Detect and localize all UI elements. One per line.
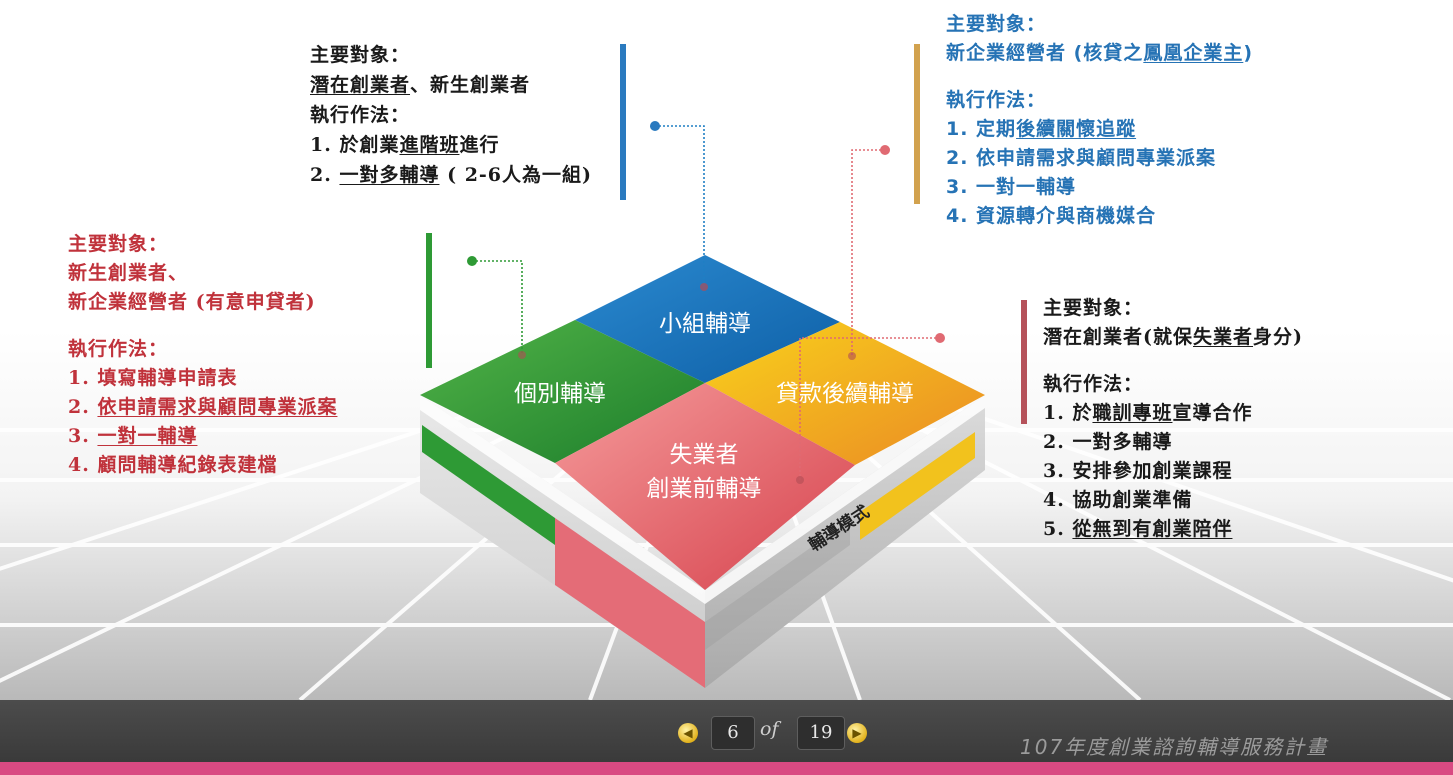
unemployed-coaching-text: 主要對象： 潛在創業者(就保失業者身分) 執行作法： 1. 於職訓專班宣導合作 … bbox=[1043, 294, 1303, 544]
quadrant-label-group: 小組輔導 bbox=[659, 311, 751, 337]
method-2-b: 依申請需求與顧問專業派案 bbox=[97, 396, 338, 418]
method-1-a: 1. 定期 bbox=[946, 118, 1017, 140]
method-5-a: 5. bbox=[1043, 518, 1073, 540]
footer-accent-strip bbox=[0, 762, 1453, 775]
slab-side-right bbox=[705, 395, 985, 688]
current-page-field[interactable]: 6 bbox=[711, 716, 755, 750]
of-label: of bbox=[760, 718, 779, 740]
method-3: 3. 一對一輔導 bbox=[946, 176, 1077, 198]
total-pages-field: 19 bbox=[797, 716, 845, 750]
method-1-a: 1. 於 bbox=[1043, 402, 1093, 424]
target-text-c: ) bbox=[1243, 42, 1254, 64]
target-text-a: 潛在創業者 bbox=[310, 74, 411, 96]
quadrant-unemployed bbox=[555, 383, 855, 590]
quadrant-loan bbox=[705, 322, 985, 465]
method-label: 執行作法： bbox=[68, 338, 169, 360]
target-text-a: 新企業經營者 (核貸之 bbox=[946, 42, 1144, 64]
method-2-a: 2. bbox=[68, 396, 98, 418]
method-2: 2. 一對多輔導 bbox=[1043, 431, 1173, 453]
target-label: 主要對象： bbox=[1043, 297, 1144, 319]
accent-bar-green bbox=[426, 233, 432, 368]
method-5-b: 從無到有創業陪伴 bbox=[1072, 518, 1233, 540]
method-3-b: 一對一輔導 bbox=[97, 425, 198, 447]
chevron-right-icon: ▶ bbox=[852, 726, 862, 740]
quadrant-label-unemployed-2: 創業前輔導 bbox=[647, 476, 762, 502]
method-label: 執行作法： bbox=[1043, 373, 1144, 395]
loan-followup-text: 主要對象： 新企業經營者 (核貸之鳳凰企業主) 執行作法： 1. 定期後續關懷追… bbox=[946, 10, 1253, 231]
target-text-b: 失業者 bbox=[1193, 326, 1254, 348]
individual-coaching-text: 主要對象： 新生創業者、 新企業經營者 (有意申貸者) 執行作法： 1. 填寫輔… bbox=[68, 230, 337, 480]
accent-bar-blue bbox=[620, 44, 626, 200]
quadrant-label-loan: 貸款後續輔導 bbox=[776, 381, 914, 407]
method-2-c: ( 2-6人為一組) bbox=[439, 164, 593, 186]
target-label: 主要對象： bbox=[946, 13, 1047, 35]
coaching-model-diagram: 小組輔導 個別輔導 貸款後續輔導 失業者 創業前輔導 輔導模式 bbox=[420, 121, 985, 688]
method-1-c: 宣導合作 bbox=[1172, 402, 1253, 424]
quadrant-group bbox=[575, 255, 840, 383]
target-text-c: 身分) bbox=[1253, 326, 1304, 348]
method-2: 2. 依申請需求與顧問專業派案 bbox=[946, 147, 1217, 169]
target-label: 主要對象： bbox=[310, 44, 411, 66]
target-text-b: 、新生創業者 bbox=[410, 74, 531, 96]
target-label: 主要對象： bbox=[68, 233, 169, 255]
quadrant-individual bbox=[420, 320, 705, 463]
method-2-a: 2. bbox=[310, 164, 340, 186]
method-4: 4. 資源轉介與商機媒合 bbox=[946, 205, 1157, 227]
prev-page-button[interactable]: ◀ bbox=[678, 723, 698, 743]
target-2: 新企業經營者 (有意申貸者) bbox=[68, 291, 316, 313]
chevron-left-icon: ◀ bbox=[683, 726, 693, 740]
method-3: 3. 安排參加創業課程 bbox=[1043, 460, 1233, 482]
target-text-a: 潛在創業者(就保 bbox=[1043, 326, 1193, 348]
method-label: 執行作法： bbox=[946, 89, 1047, 111]
quadrant-label-unemployed-1: 失業者 bbox=[670, 442, 739, 468]
method-1: 1. 填寫輔導申請表 bbox=[68, 367, 238, 389]
next-page-button[interactable]: ▶ bbox=[847, 723, 867, 743]
method-4: 4. 協助創業準備 bbox=[1043, 489, 1193, 511]
method-4: 4. 顧問輔導紀錄表建檔 bbox=[68, 454, 278, 476]
method-1-b: 後續關懷追蹤 bbox=[1016, 118, 1137, 140]
method-1-b: 職訓專班 bbox=[1092, 402, 1173, 424]
method-1-b: 進階班 bbox=[399, 134, 460, 156]
method-label: 執行作法： bbox=[310, 104, 411, 126]
quadrant-label-individual: 個別輔導 bbox=[514, 381, 606, 407]
method-3-a: 3. bbox=[68, 425, 98, 447]
accent-bar-gold bbox=[914, 44, 920, 204]
method-1-c: 進行 bbox=[459, 134, 500, 156]
method-2-b: 一對多輔導 bbox=[339, 164, 440, 186]
method-1-a: 1. 於創業 bbox=[310, 134, 400, 156]
target-text-b: 鳳凰企業主 bbox=[1143, 42, 1244, 64]
target-1: 新生創業者、 bbox=[68, 262, 189, 284]
plan-title: 107年度創業諮詢輔導服務計畫 bbox=[1020, 735, 1329, 759]
accent-bar-red bbox=[1021, 300, 1027, 424]
group-coaching-text: 主要對象： 潛在創業者、新生創業者 執行作法： 1. 於創業進階班進行 2. 一… bbox=[310, 40, 592, 190]
